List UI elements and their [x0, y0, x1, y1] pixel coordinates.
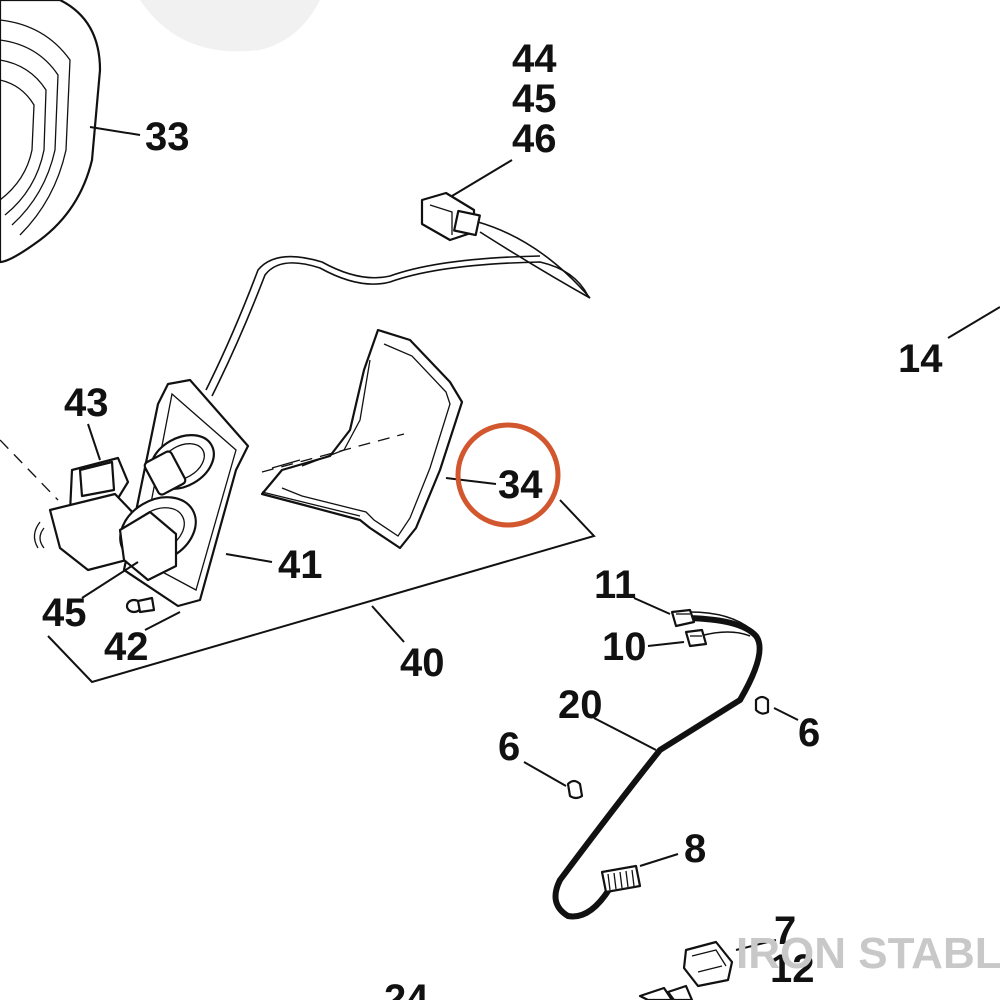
watermark-text: IRON STABLE [736, 929, 1000, 978]
part-42-screw [125, 596, 156, 614]
leader-40 [371, 605, 405, 643]
leader-20 [593, 717, 657, 751]
callout-20: 20 [558, 683, 603, 727]
leader-6-right [773, 707, 799, 721]
wire-41-to-upper-b [205, 255, 541, 391]
bracket-40 [47, 499, 596, 684]
part-10-connector [684, 628, 708, 648]
callout-7: 7 [774, 909, 796, 953]
part-7-12-connector [682, 940, 734, 988]
callout-10: 10 [602, 625, 647, 669]
part-20-branch-b [699, 631, 751, 637]
callout-45: 45 [42, 591, 87, 635]
callout-43: 43 [64, 381, 109, 425]
leader-7 [735, 939, 777, 951]
callout-34: 34 [498, 463, 543, 507]
leader-14 [947, 306, 1000, 339]
callout-41: 41 [278, 543, 323, 587]
dashed-line-43 [0, 439, 59, 501]
leader-10 [647, 641, 685, 647]
highlight-circle-34 [455, 422, 561, 528]
part-6-clip-right [754, 695, 770, 715]
callout-12: 12 [770, 947, 815, 991]
leader-6-left [523, 761, 567, 787]
leader-11 [633, 597, 671, 615]
callout-45-top: 45 [512, 77, 557, 121]
part-8-connector [600, 864, 642, 894]
leader-45 [81, 561, 139, 599]
wire-41-to-upper [211, 261, 589, 397]
part-11-connector [670, 608, 696, 628]
part-33-cover [0, 0, 102, 264]
part-20-harness [552, 615, 763, 920]
callout-8: 8 [684, 827, 706, 871]
leader-33 [89, 126, 141, 136]
callout-33: 33 [145, 115, 190, 159]
callout-14: 14 [898, 337, 943, 381]
callout-42: 42 [104, 625, 149, 669]
callout-44: 44 [512, 37, 557, 81]
leader-41 [225, 553, 273, 563]
part-41-bracket [118, 378, 250, 608]
part-46-connector [420, 191, 481, 242]
background-shape [140, 0, 320, 52]
wire-harness-46 [477, 221, 591, 299]
callout-6-right: 6 [798, 711, 820, 755]
part-20-branch [689, 611, 753, 631]
callout-24: 24 [384, 977, 429, 1000]
callout-40: 40 [400, 641, 445, 685]
leader-44-46 [451, 159, 513, 197]
callout-11: 11 [594, 563, 636, 607]
part-34-gasket [260, 328, 464, 550]
leader-43 [87, 423, 101, 461]
callout-46: 46 [512, 117, 557, 161]
part-6-clip-left [566, 779, 584, 800]
leader-42 [144, 611, 181, 631]
leader-34 [445, 477, 497, 485]
callout-6-left: 6 [498, 725, 520, 769]
part-24-fragment [638, 984, 694, 1000]
leader-8 [639, 853, 679, 867]
dashed-line-34 [261, 433, 405, 473]
